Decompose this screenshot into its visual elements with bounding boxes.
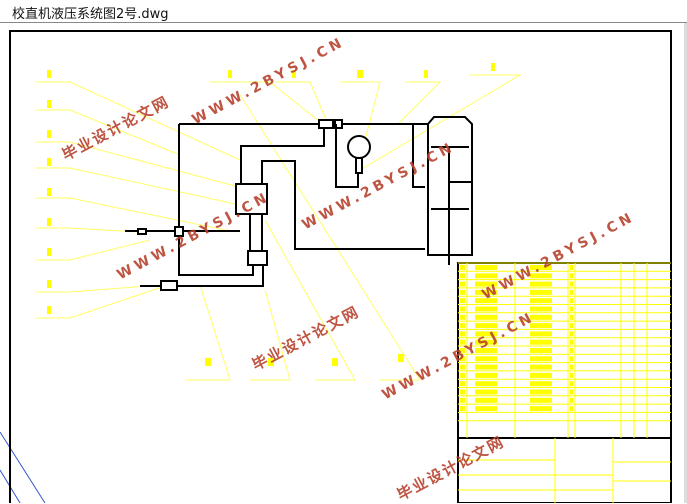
bom-cell-text xyxy=(570,356,573,362)
bom-cell-text xyxy=(460,348,465,353)
bom-cell-text xyxy=(530,323,552,329)
bom-cell-text xyxy=(475,289,497,295)
bom-cell-text xyxy=(475,331,497,337)
bom-cell-text xyxy=(530,381,552,387)
bom-cell-text xyxy=(530,339,552,345)
bom-cell-text xyxy=(460,372,465,378)
bom-cell-text xyxy=(475,389,497,395)
bom-cell-text xyxy=(460,364,465,370)
bom-cell-text xyxy=(530,389,552,395)
bom-cell-text xyxy=(530,273,552,279)
vertical-scrollbar[interactable] xyxy=(684,23,687,503)
bom-cell-text xyxy=(475,356,497,362)
bom-cell-text xyxy=(475,364,497,370)
bom-cell-text xyxy=(460,273,465,279)
bom-cell-text xyxy=(530,281,552,287)
bom-cell-text xyxy=(570,323,573,329)
bom-cell-text xyxy=(570,331,573,337)
bom-text-blocks xyxy=(460,265,573,412)
bom-cell-text xyxy=(475,273,497,279)
bom-cell-text xyxy=(460,339,465,345)
stray-lines xyxy=(0,431,46,503)
bom-cell-text xyxy=(530,397,552,403)
bom-cell-text xyxy=(460,314,465,320)
title-block xyxy=(457,262,672,503)
bom-cell-text xyxy=(530,314,552,320)
bom-cell-text xyxy=(460,331,465,337)
bom-cell-text xyxy=(460,289,465,295)
document-title: 校直机液压系统图2号.dwg xyxy=(12,7,169,22)
bom-cell-text xyxy=(530,406,552,412)
bom-cell-text xyxy=(475,397,497,403)
bom-cell-text xyxy=(475,306,497,312)
bom-cell-text xyxy=(530,306,552,312)
bom-cell-text xyxy=(570,339,573,345)
bom-cell-text xyxy=(475,381,497,387)
cad-drawing-canvas[interactable] xyxy=(0,23,687,503)
bom-cell-text xyxy=(460,323,465,329)
bom-cell-text xyxy=(570,389,573,395)
hydraulic-circuit xyxy=(125,116,473,291)
bom-cell-text xyxy=(570,306,573,312)
bom-cell-text xyxy=(530,331,552,337)
bom-cell-text xyxy=(570,273,573,279)
bom-cell-text xyxy=(570,406,573,412)
bom-cell-text xyxy=(570,298,573,304)
bom-cell-text xyxy=(475,298,497,304)
bom-cell-text xyxy=(570,314,573,320)
bom-cell-text xyxy=(475,323,497,329)
bom-cell-text xyxy=(475,281,497,287)
bom-cell-text xyxy=(460,381,465,387)
title-bar: 校直机液压系统图2号.dwg xyxy=(0,0,687,23)
bom-cell-text xyxy=(460,298,465,304)
bom-cell-text xyxy=(530,298,552,304)
bom-cell-text xyxy=(475,265,497,270)
bom-cell-text xyxy=(570,381,573,387)
label-blocks xyxy=(47,63,495,366)
bom-cell-text xyxy=(570,364,573,370)
bom-cell-text xyxy=(530,289,552,295)
bom-cell-text xyxy=(460,306,465,312)
bom-cell-text xyxy=(460,389,465,395)
bom-cell-text xyxy=(530,364,552,370)
bom-cell-text xyxy=(530,372,552,378)
bom-cell-text xyxy=(475,314,497,320)
bom-cell-text xyxy=(475,339,497,345)
bom-cell-text xyxy=(570,265,573,270)
bom-cell-text xyxy=(475,372,497,378)
bom-cell-text xyxy=(570,372,573,378)
bom-cell-text xyxy=(570,281,573,287)
bom-cell-text xyxy=(475,406,497,412)
bom-cell-text xyxy=(570,289,573,295)
bom-cell-text xyxy=(570,397,573,403)
bom-cell-text xyxy=(460,356,465,362)
bom-cell-text xyxy=(460,406,465,412)
bom-cell-text xyxy=(460,265,465,270)
bom-cell-text xyxy=(570,348,573,353)
bom-cell-text xyxy=(530,348,552,353)
bom-cell-text xyxy=(460,397,465,403)
bom-cell-text xyxy=(475,348,497,353)
bom-cell-text xyxy=(530,265,552,270)
bom-cell-text xyxy=(530,356,552,362)
leader-lines xyxy=(35,74,522,381)
bom-cell-text xyxy=(460,281,465,287)
